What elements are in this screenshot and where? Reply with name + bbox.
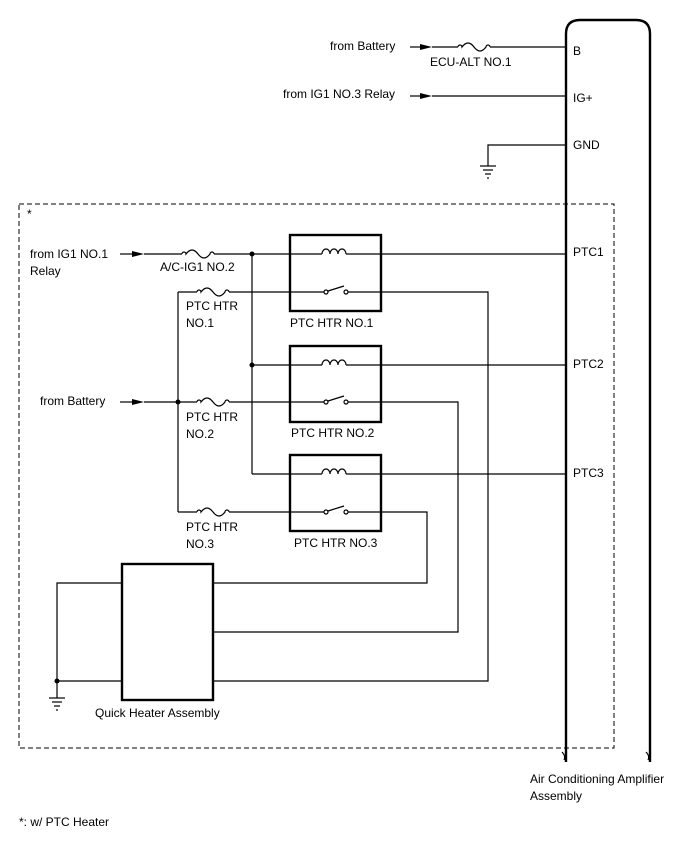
terminal-ptc1: PTC1: [573, 245, 604, 259]
relay-switch-2: [213, 395, 459, 633]
relay-switch-1: [213, 285, 489, 682]
fuse-ac-ig1-label: A/C-IG1 NO.2: [160, 260, 235, 274]
wire-gnd: [487, 144, 566, 166]
relay-coil-3: [290, 468, 566, 475]
terminal-gnd: GND: [573, 138, 600, 152]
fuse-ptc-htr-1-icon: [196, 287, 230, 297]
source-ig1-no1-line2: Relay: [30, 264, 61, 278]
relay-ptc-htr-3-label: PTC HTR NO.3: [294, 536, 378, 550]
arrow-battery-mid: [132, 399, 144, 405]
fuse-ecu-alt-icon: [457, 42, 491, 52]
relay-switch-3: [213, 505, 428, 584]
relay-coil-2: [290, 359, 566, 366]
fuse-ptc-htr-3-label-line1: PTC HTR: [186, 520, 238, 534]
fuse-ptc-htr-1-label-line2: NO.1: [186, 316, 214, 330]
quick-heater-assembly: [120, 562, 215, 702]
terminal-ptc3: PTC3: [573, 466, 604, 480]
ptc-heater-option-region: [18, 203, 615, 749]
amplifier-break-mark: [561, 751, 650, 761]
terminal-b: B: [573, 44, 581, 58]
source-ig1-no3: from IG1 NO.3 Relay: [283, 87, 395, 101]
junction-quick-heater-ground: [54, 678, 60, 684]
relay-ptc-htr-2: [288, 344, 383, 424]
relay-ptc-htr-2-label: PTC HTR NO.2: [291, 426, 375, 440]
ground-symbol-top: [480, 165, 496, 179]
source-ig1-no1-line1: from IG1 NO.1: [30, 247, 108, 261]
fuse-ecu-alt-label: ECU-ALT NO.1: [430, 55, 512, 69]
amplifier-assembly-outline: [564, 18, 652, 762]
quick-heater-label: Quick Heater Assembly: [95, 706, 220, 720]
fuse-ptc-htr-2-label-line2: NO.2: [186, 427, 214, 441]
fuse-ptc-htr-2-label-line1: PTC HTR: [186, 410, 238, 424]
relay-ptc-htr-1: [288, 233, 383, 313]
source-battery-top: from Battery: [330, 39, 395, 53]
ground-symbol-heater: [49, 697, 65, 711]
option-star-mark: *: [27, 207, 32, 221]
fuse-ptc-htr-1-label-line1: PTC HTR: [186, 299, 238, 313]
fuse-ptc-htr-3-label-line2: NO.3: [186, 537, 214, 551]
arrow-battery-top: [420, 44, 432, 50]
wire-quick-heater-ground-a: [56, 582, 122, 698]
source-battery-mid: from Battery: [40, 394, 105, 408]
amplifier-label-line2: Assembly: [530, 789, 582, 803]
fuse-ptc-htr-3-icon: [196, 507, 230, 517]
junction-coil-feed-2: [249, 362, 255, 368]
relay-coil-1: [290, 248, 566, 255]
terminal-ig: IG+: [573, 91, 593, 105]
fuse-ac-ig1-icon: [181, 249, 215, 259]
arrow-ig1-no1: [132, 251, 144, 257]
fuse-ptc-htr-2-icon: [196, 397, 230, 407]
footnote: *: w/ PTC Heater: [19, 815, 109, 829]
terminal-ptc2: PTC2: [573, 357, 604, 371]
amplifier-label-line1: Air Conditioning Amplifier: [530, 772, 664, 786]
relay-ptc-htr-3: [288, 453, 383, 533]
relay-ptc-htr-1-label: PTC HTR NO.1: [290, 316, 374, 330]
arrow-ig1-no3: [420, 93, 432, 99]
